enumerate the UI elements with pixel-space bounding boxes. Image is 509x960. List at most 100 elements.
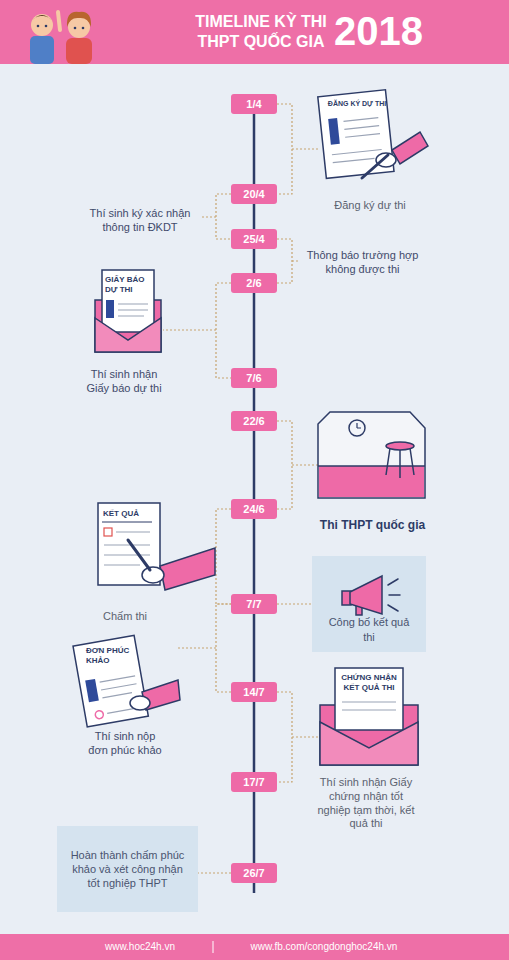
form-lines xyxy=(329,118,383,163)
event-text: Công bố kết quả thi xyxy=(322,615,416,644)
event-text: Hoàn thành chấm phúc khảo và xét công nh… xyxy=(67,848,188,891)
room-floor xyxy=(319,466,424,497)
kid-hair xyxy=(31,15,53,22)
date-pill: 1/4 xyxy=(231,94,277,114)
table-legs xyxy=(386,448,414,478)
footer-separator xyxy=(213,941,214,953)
kid-body xyxy=(66,38,92,64)
date-pill: 22/6 xyxy=(231,411,277,431)
form-title: ĐĂNG KÝ DỰ THI xyxy=(326,100,388,109)
date-pill: 20/4 xyxy=(231,184,277,204)
year-heading: 2018 xyxy=(334,6,444,56)
sheet-title: KẾT QUẢ xyxy=(103,509,153,519)
timeline-segment xyxy=(253,702,256,772)
stamp xyxy=(95,710,104,719)
hand xyxy=(142,567,164,583)
date-pill: 25/4 xyxy=(231,229,277,249)
appeal-paper xyxy=(73,635,148,727)
form-title: ĐƠN PHÚC KHẢO xyxy=(86,646,136,666)
date-text: 24/6 xyxy=(243,503,264,515)
megaphone-cone xyxy=(350,576,382,614)
header-rule xyxy=(102,522,152,523)
letter xyxy=(102,270,154,332)
leader-bracket xyxy=(163,283,231,378)
leader-brackets xyxy=(163,104,320,782)
kid-eye xyxy=(37,25,40,28)
date-text: 1/4 xyxy=(246,98,261,110)
event-caption: Chấm thi xyxy=(85,610,165,624)
header-band xyxy=(0,0,509,64)
timeline-segment xyxy=(253,431,256,499)
leader-bracket xyxy=(277,421,318,509)
hand xyxy=(130,696,150,710)
photo-block xyxy=(328,118,340,145)
kid-head xyxy=(31,14,53,36)
photo-block xyxy=(106,300,114,318)
date-text: 20/4 xyxy=(243,188,264,200)
event-caption: Đăng ký dự thi xyxy=(310,199,430,213)
timeline-stub xyxy=(253,883,256,893)
megaphone-handle xyxy=(356,604,362,615)
sleeve xyxy=(392,132,428,164)
timeline-segment xyxy=(253,614,256,682)
date-pill: 26/7 xyxy=(231,863,277,883)
timeline-segment xyxy=(253,519,256,594)
kid-hair xyxy=(67,12,91,27)
certificate xyxy=(335,668,403,730)
leader-connector xyxy=(198,872,231,873)
clock xyxy=(349,420,365,436)
footer-link: www.hoc24h.vn xyxy=(80,941,200,954)
date-pill: 7/6 xyxy=(231,368,277,388)
timeline-segment xyxy=(253,388,256,411)
clock-hands xyxy=(357,423,361,428)
leader-bracket xyxy=(277,104,318,194)
letter-title: GIẤY BÁO DỰ THI xyxy=(105,275,151,295)
certificate-lines xyxy=(342,702,396,710)
certificate-envelope-icon xyxy=(320,668,418,765)
registration-form-icon xyxy=(318,90,428,179)
event-caption: Thông báo trường hợp không được thi xyxy=(295,249,430,277)
photo-block xyxy=(85,679,99,702)
result-sheet-icon xyxy=(98,503,215,590)
date-text: 14/7 xyxy=(243,686,264,698)
leader-bracket xyxy=(277,692,320,782)
leader-bracket xyxy=(178,604,231,692)
timeline-segment xyxy=(253,293,256,368)
sleeve xyxy=(160,548,215,590)
table-top xyxy=(386,442,414,450)
date-pill: 2/6 xyxy=(231,273,277,293)
date-pill: 24/6 xyxy=(231,499,277,519)
megaphone-back xyxy=(342,591,351,605)
pen xyxy=(128,540,150,570)
letter-lines xyxy=(118,304,148,316)
event-caption: Thí sinh nhận Giấy chứng nhận tốt nghiệp… xyxy=(312,776,420,831)
pen xyxy=(362,155,388,178)
timeline-segment xyxy=(253,249,256,273)
leader-bracket xyxy=(200,194,231,239)
sound-rays xyxy=(388,579,400,611)
event-caption: Thi THPT quốc gia xyxy=(310,518,435,533)
date-text: 17/7 xyxy=(243,776,264,788)
date-text: 22/6 xyxy=(243,415,264,427)
exam-room-icon xyxy=(318,412,425,498)
check-box xyxy=(104,528,112,536)
date-pill: 17/7 xyxy=(231,772,277,792)
kid-eye xyxy=(45,25,48,28)
date-text: 25/4 xyxy=(243,233,264,245)
envelope-front xyxy=(95,318,161,352)
date-text: 7/7 xyxy=(246,598,261,610)
timeline-segment xyxy=(253,114,256,184)
event-box: Công bố kết quả thi xyxy=(312,556,426,652)
main-title: TIMELINE KỲ THI THPT QUỐC GIA xyxy=(186,12,336,52)
appeal-form-icon xyxy=(73,635,180,727)
leader-bracket xyxy=(216,509,231,604)
kid-eye xyxy=(74,27,77,30)
megaphone-icon xyxy=(342,576,400,615)
event-box: Hoàn thành chấm phúc khảo và xét công nh… xyxy=(57,826,198,912)
event-caption: Thí sinh nhận Giấy báo dự thi xyxy=(79,368,169,396)
timeline-segment xyxy=(253,204,256,229)
date-pill: 14/7 xyxy=(231,682,277,702)
